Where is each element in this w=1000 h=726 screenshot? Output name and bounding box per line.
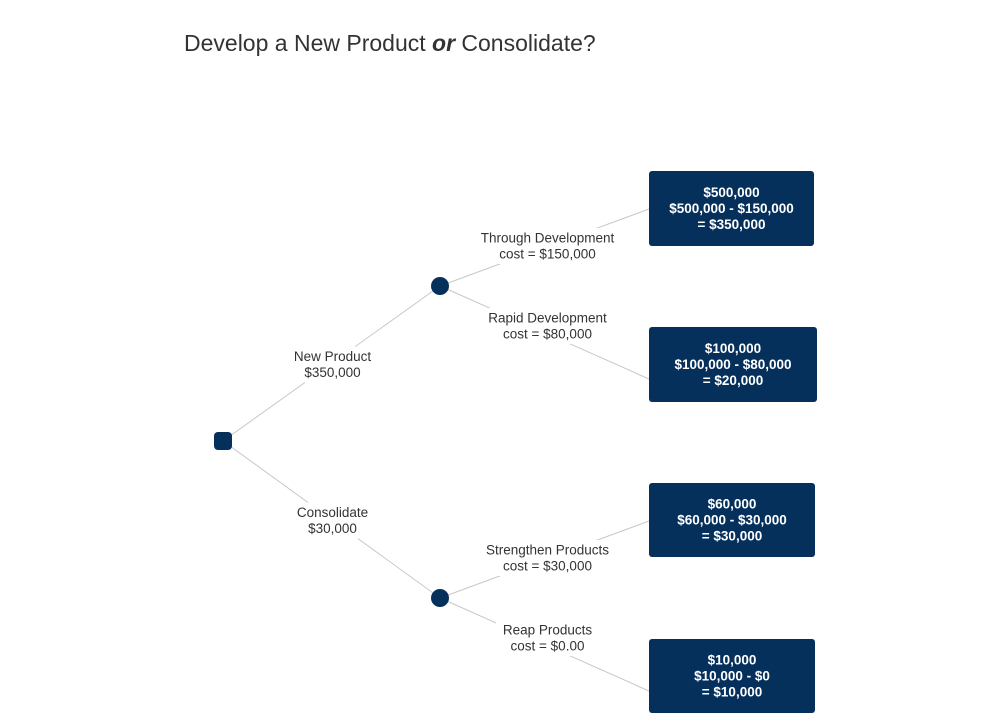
outcome-box: $100,000$100,000 - $80,000= $20,000 [649, 327, 817, 402]
outcome-line: $500,000 - $150,000 [669, 201, 794, 216]
outcome-line: $10,000 [708, 653, 757, 668]
branch-label: Consolidate$30,000 [288, 502, 377, 539]
option-label-line: Reap Products [503, 623, 593, 638]
branch-label-bg [288, 346, 377, 383]
title-text-part1: Develop a New Product [184, 30, 433, 56]
branch-label-line: Consolidate [297, 505, 368, 520]
outcome-line: $60,000 [708, 497, 757, 512]
branch-label-line: $350,000 [304, 365, 360, 380]
outcome-line: = $10,000 [702, 685, 762, 700]
outcome-line: = $20,000 [703, 373, 763, 388]
outcome-line: $10,000 - $0 [694, 669, 770, 684]
nodes-layer [214, 277, 449, 607]
outcome-box-bg [649, 171, 814, 246]
outcome-line: = $30,000 [702, 529, 762, 544]
outcome-box-bg [649, 327, 817, 402]
outcome-box: $60,000$60,000 - $30,000= $30,000 [649, 483, 815, 557]
outcome-line: = $350,000 [698, 217, 766, 232]
title-emphasis: or [432, 30, 456, 56]
option-label-line: cost = $0.00 [511, 639, 585, 654]
outcome-line: $60,000 - $30,000 [677, 513, 787, 528]
chance-node [431, 589, 449, 607]
option-label-line: Through Development [481, 231, 615, 246]
option-label-bg [474, 540, 621, 576]
option-label-line: cost = $150,000 [499, 247, 595, 262]
option-label-bg [496, 620, 599, 656]
chance-node [431, 277, 449, 295]
option-label-line: Strengthen Products [486, 543, 609, 558]
branch-label: New Product$350,000 [288, 346, 377, 383]
option-label-line: Rapid Development [488, 311, 607, 326]
branch-label-line: New Product [294, 349, 372, 364]
branch-label-line: $30,000 [308, 521, 357, 536]
outcome-box: $500,000$500,000 - $150,000= $350,000 [649, 171, 814, 246]
outcome-box: $10,000$10,000 - $0= $10,000 [649, 639, 815, 713]
outcome-line: $500,000 [703, 185, 759, 200]
title-text-part2: Consolidate? [455, 30, 596, 56]
option-label-line: cost = $80,000 [503, 327, 592, 342]
diagram-title: Develop a New Product or Consolidate? [184, 30, 596, 57]
decision-node [214, 432, 232, 450]
outcome-line: $100,000 [705, 341, 761, 356]
branch-label-bg [288, 502, 377, 539]
outcome-box-bg [649, 639, 815, 713]
outcomes-layer: $500,000$500,000 - $150,000= $350,000 $10… [649, 171, 817, 713]
outcome-box-bg [649, 483, 815, 557]
outcome-line: $100,000 - $80,000 [674, 357, 791, 372]
option-label-bg [474, 228, 621, 264]
option-label-bg [481, 308, 614, 344]
option-label-line: cost = $30,000 [503, 559, 592, 574]
